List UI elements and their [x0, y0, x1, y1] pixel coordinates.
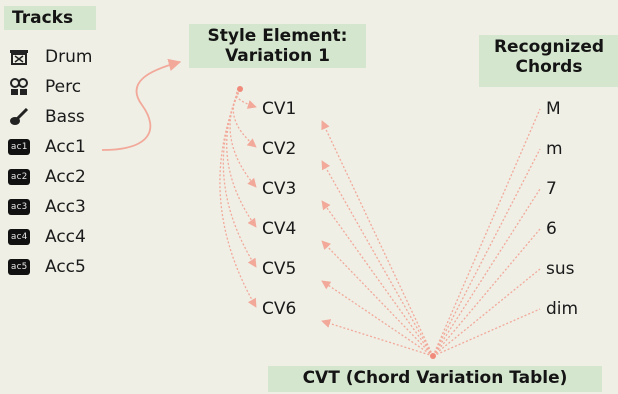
percussion-icon [8, 78, 30, 96]
bass-guitar-icon [8, 108, 30, 126]
cvt-to-cv-arrow-1 [321, 120, 434, 357]
style-to-cv-arrow-3 [229, 88, 257, 188]
style-source-node [237, 86, 243, 92]
recognized-title-line1: Recognized [493, 37, 605, 57]
style-to-cv-arrow-5 [222, 88, 257, 268]
cvt-to-cv-arrow-6 [321, 319, 434, 357]
ac5-icon: ac5 [8, 258, 30, 276]
track-label: Acc1 [45, 137, 86, 157]
cvt-to-chord-line-4 [432, 228, 541, 357]
track-bass: Bass [8, 105, 85, 129]
track-acc3: ac3 Acc3 [8, 195, 86, 219]
ac2-icon: ac2 [8, 168, 30, 186]
track-label: Perc [45, 77, 82, 97]
chord-label-6: dim [546, 299, 579, 319]
cvt-source-node [430, 353, 436, 359]
track-label: Acc5 [45, 257, 86, 277]
tracks-header: Tracks [4, 6, 96, 30]
cvt-to-chord-line-2 [432, 148, 541, 357]
cvt-header: CVT (Chord Variation Table) [268, 366, 602, 392]
chord-label-3: 7 [546, 179, 557, 199]
style-to-cv-arrow-4 [226, 88, 257, 228]
style-element-title-line1: Style Element: [207, 26, 348, 46]
cvt-to-chord-line-6 [432, 308, 541, 357]
cvt-to-chord-line-1 [432, 108, 541, 357]
cv-label-5: CV5 [262, 259, 297, 279]
cv-label-3: CV3 [262, 179, 297, 199]
cv-label-2: CV2 [262, 139, 297, 159]
cvt-to-cv-arrow-3 [321, 200, 434, 357]
chord-label-1: M [546, 99, 561, 119]
style-element-header: Style Element: Variation 1 [189, 24, 366, 68]
chord-label-5: sus [546, 259, 575, 279]
cvt-to-chord-lines [432, 108, 541, 357]
cvt-to-cv-arrow-2 [321, 160, 434, 357]
cv-label-1: CV1 [262, 99, 297, 119]
acc1-to-style-arrow [101, 58, 182, 151]
cvt-to-chord-line-5 [432, 268, 541, 357]
track-label: Acc4 [45, 227, 86, 247]
track-label: Bass [45, 107, 85, 127]
track-label: Acc2 [45, 167, 86, 187]
track-acc5: ac5 Acc5 [8, 255, 86, 279]
track-acc2: ac2 Acc2 [8, 165, 86, 189]
ac1-icon: ac1 [8, 138, 30, 156]
style-to-cv-arrows [219, 88, 257, 308]
drum-icon [8, 48, 30, 66]
chord-label-4: 6 [546, 219, 557, 239]
recognized-title-line2: Chords [515, 57, 583, 77]
style-element-title-line2: Variation 1 [225, 46, 330, 66]
cvt-to-cv-arrow-4 [321, 240, 434, 357]
cv-label-4: CV4 [262, 219, 297, 239]
style-to-cv-arrow-6 [219, 88, 257, 308]
chord-label-2: m [546, 139, 563, 159]
track-acc4: ac4 Acc4 [8, 225, 86, 249]
tracks-title: Tracks [12, 8, 74, 28]
recognized-chords-header: Recognized Chords [479, 35, 618, 87]
cvt-to-chord-line-3 [432, 188, 541, 357]
cvt-to-cv-arrows [321, 120, 434, 357]
track-perc: Perc [8, 75, 81, 99]
track-label: Acc3 [45, 197, 86, 217]
cvt-title: CVT (Chord Variation Table) [302, 368, 568, 388]
cvt-to-cv-arrow-5 [321, 280, 434, 357]
ac3-icon: ac3 [8, 198, 30, 216]
track-label: Drum [45, 47, 93, 67]
track-drum: Drum [8, 45, 92, 69]
cv-label-6: CV6 [262, 299, 297, 319]
track-acc1: ac1 Acc1 [8, 135, 86, 159]
ac4-icon: ac4 [8, 228, 30, 246]
